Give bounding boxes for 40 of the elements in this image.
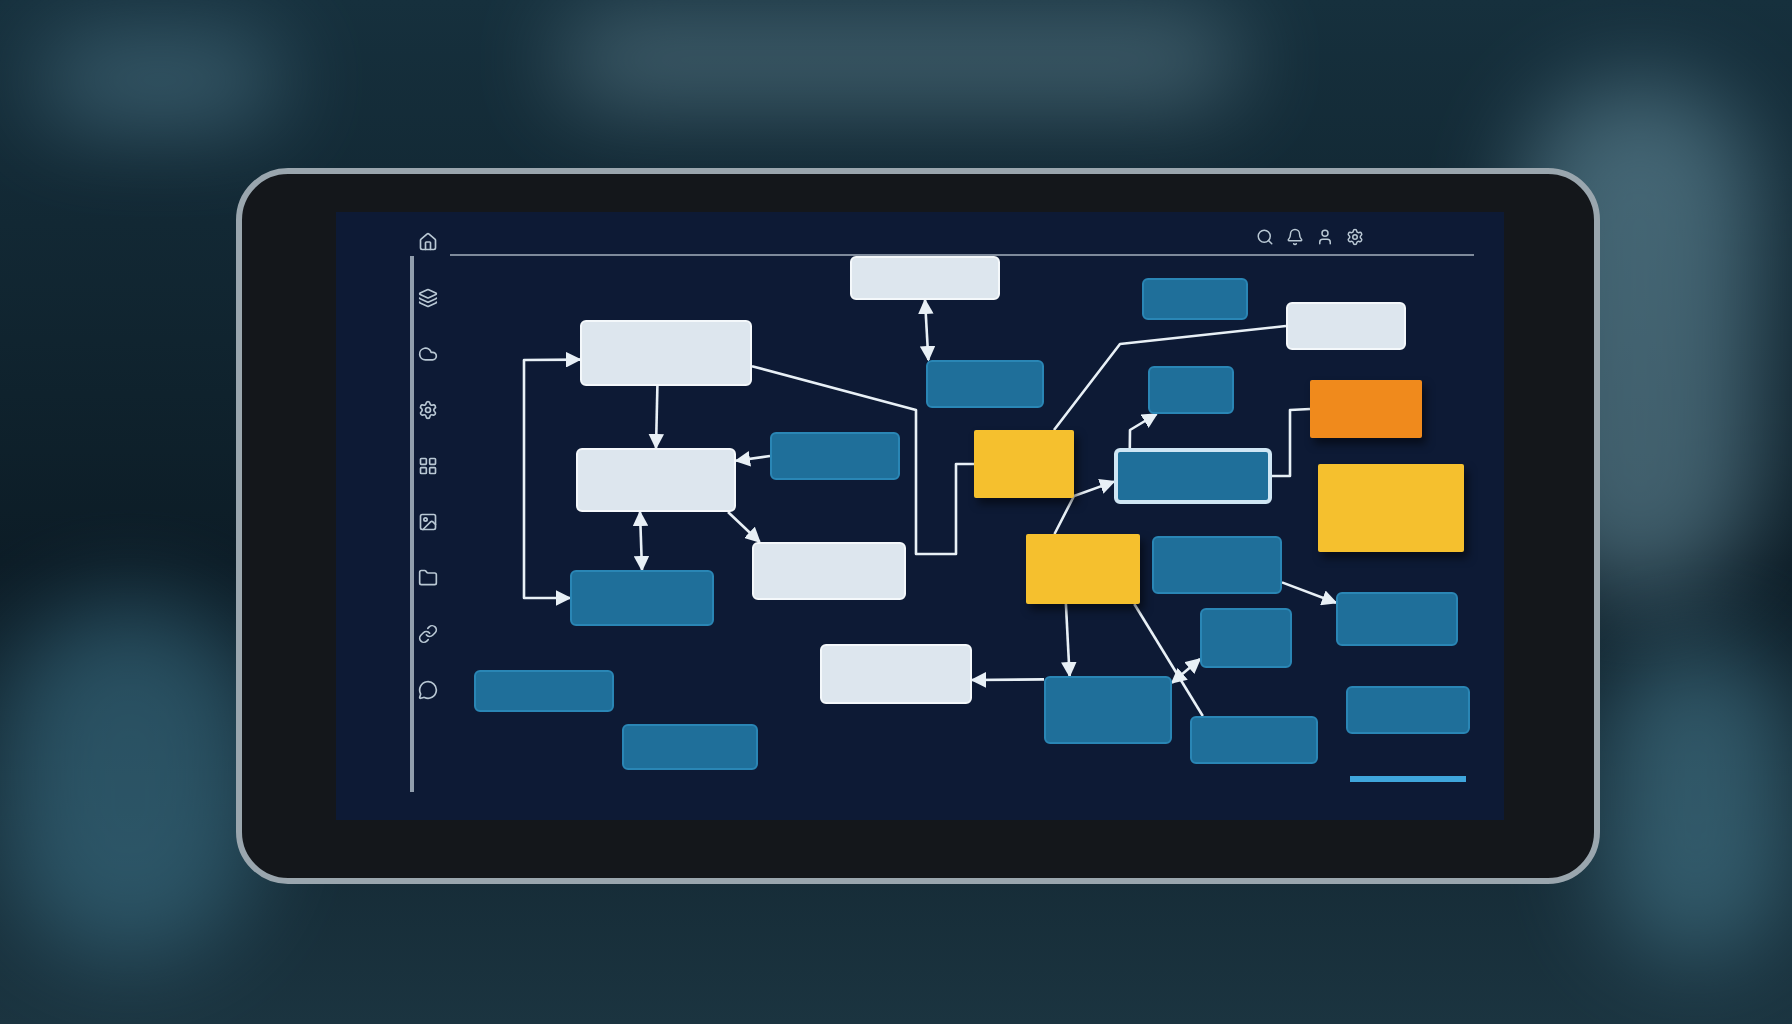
arrow [970, 672, 1044, 688]
card [1200, 608, 1292, 668]
card [622, 724, 758, 770]
arrow [1061, 603, 1077, 678]
card [570, 570, 714, 626]
connector-line [1272, 407, 1311, 478]
card [1190, 716, 1318, 764]
connector-line [751, 364, 974, 556]
sticky-note [1310, 380, 1422, 438]
arrow [632, 510, 650, 572]
connector-line [1052, 324, 1287, 431]
arrow [918, 298, 936, 362]
card [1286, 302, 1406, 350]
card [752, 542, 906, 600]
card [1044, 676, 1172, 744]
arrow [1053, 479, 1116, 535]
card [576, 448, 736, 512]
card [770, 432, 900, 480]
arrow [648, 385, 665, 450]
card [1114, 448, 1272, 504]
card [1152, 536, 1282, 594]
card [820, 644, 972, 704]
arrow [727, 511, 761, 544]
card [1142, 278, 1248, 320]
card [850, 256, 1000, 300]
arrow [522, 351, 582, 606]
sticky-note [974, 430, 1074, 498]
card [474, 670, 614, 712]
sticky-note [1318, 464, 1464, 552]
card [1148, 366, 1234, 414]
card [1346, 686, 1470, 734]
card [1336, 592, 1458, 646]
arrow [1281, 581, 1338, 606]
connector-line [1133, 603, 1204, 717]
card [580, 320, 752, 386]
arrow [734, 451, 771, 467]
arrow [1170, 658, 1202, 684]
sticky-note [1026, 534, 1140, 604]
card [926, 360, 1044, 408]
arrow [1128, 412, 1158, 448]
